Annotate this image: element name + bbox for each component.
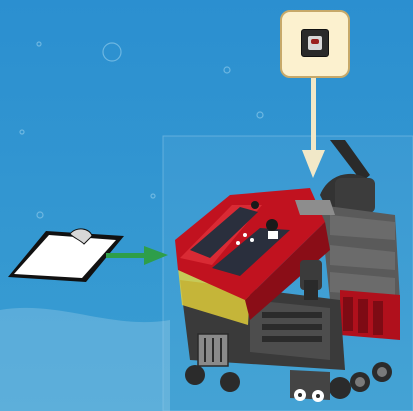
part-callout-box bbox=[280, 10, 350, 78]
smartphone-tile-part-icon bbox=[301, 29, 329, 57]
tile-print bbox=[308, 36, 322, 50]
seafloor-shading bbox=[0, 308, 170, 411]
